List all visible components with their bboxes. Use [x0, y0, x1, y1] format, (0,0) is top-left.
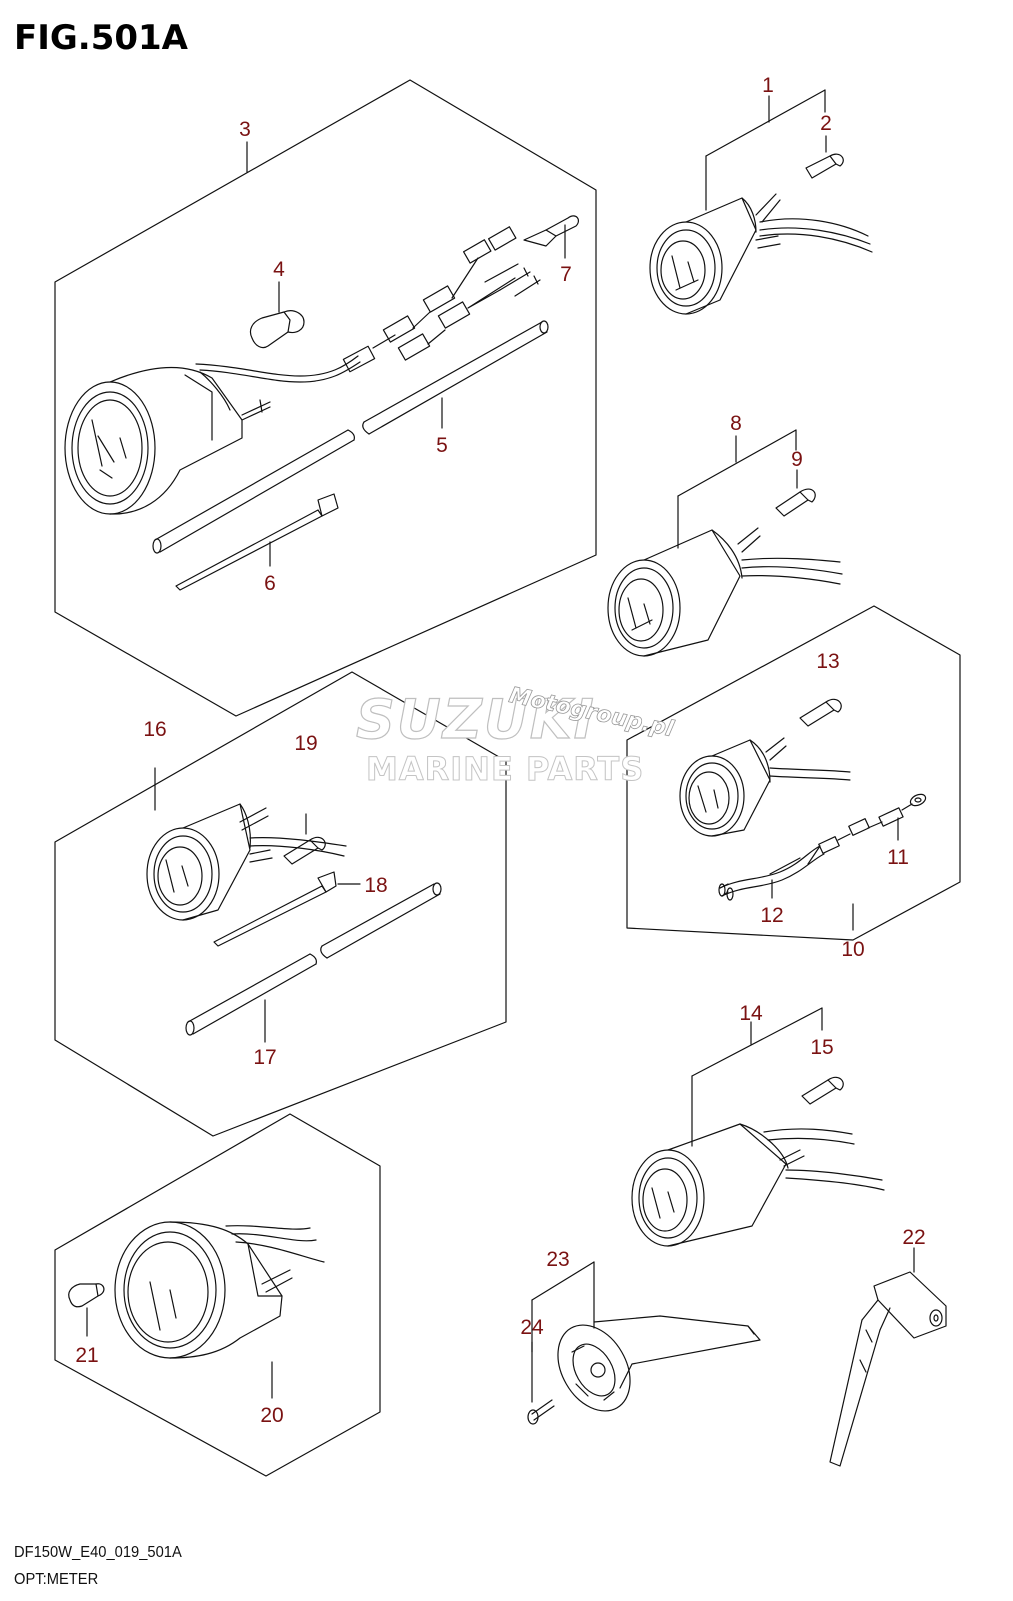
part-label-5: 5 [436, 434, 448, 457]
part-label-20: 20 [260, 1404, 283, 1427]
meter-3-drawing [64, 226, 541, 515]
bulb-4-drawing [249, 281, 305, 349]
part-label-3: 3 [239, 118, 251, 141]
sender-22-drawing [829, 1247, 947, 1467]
bulb-7-drawing [523, 215, 580, 259]
part-label-19: 19 [294, 732, 317, 755]
part-label-11: 11 [887, 846, 909, 869]
meter-10-drawing [679, 698, 927, 931]
part-labels: 1 2 3 4 5 6 7 8 9 10 11 12 13 14 15 16 1… [75, 74, 925, 1427]
meter-8-drawing [607, 429, 843, 657]
part-label-10: 10 [841, 938, 864, 961]
meter-1-drawing [649, 89, 873, 315]
part-label-23: 23 [546, 1248, 569, 1271]
meter-20-drawing [68, 1221, 325, 1399]
diagram-code: DF150W_E40_019_501A [14, 1544, 182, 1561]
meter-16-drawing [146, 803, 442, 1043]
part-label-8: 8 [730, 412, 742, 435]
meter-14-drawing [631, 1007, 885, 1247]
group-3-box [54, 79, 597, 717]
diagram-name: OPT:METER [14, 1571, 99, 1588]
part-label-14: 14 [739, 1002, 763, 1025]
part-label-16: 16 [143, 718, 166, 741]
part-label-12: 12 [760, 904, 783, 927]
part-label-6: 6 [264, 572, 276, 595]
part-label-22: 22 [902, 1226, 925, 1249]
part-label-18: 18 [364, 874, 387, 897]
tie-6-drawing [175, 493, 339, 591]
part-label-1: 1 [762, 74, 774, 97]
part-label-9: 9 [791, 448, 803, 471]
part-label-7: 7 [560, 263, 572, 286]
group-16-box [54, 671, 507, 1137]
part-label-13: 13 [816, 650, 839, 673]
part-label-15: 15 [810, 1036, 833, 1059]
part-label-17: 17 [253, 1046, 276, 1069]
part-label-24: 24 [520, 1316, 544, 1339]
pitot-23-drawing [527, 1261, 761, 1425]
part-label-2: 2 [820, 112, 832, 135]
part-label-21: 21 [75, 1344, 98, 1367]
hose-5-drawing [152, 320, 549, 554]
part-label-4: 4 [273, 258, 285, 281]
group-20-box [54, 1113, 381, 1477]
figure-title: FIG.501A [14, 18, 188, 58]
group-10-box [626, 605, 961, 941]
